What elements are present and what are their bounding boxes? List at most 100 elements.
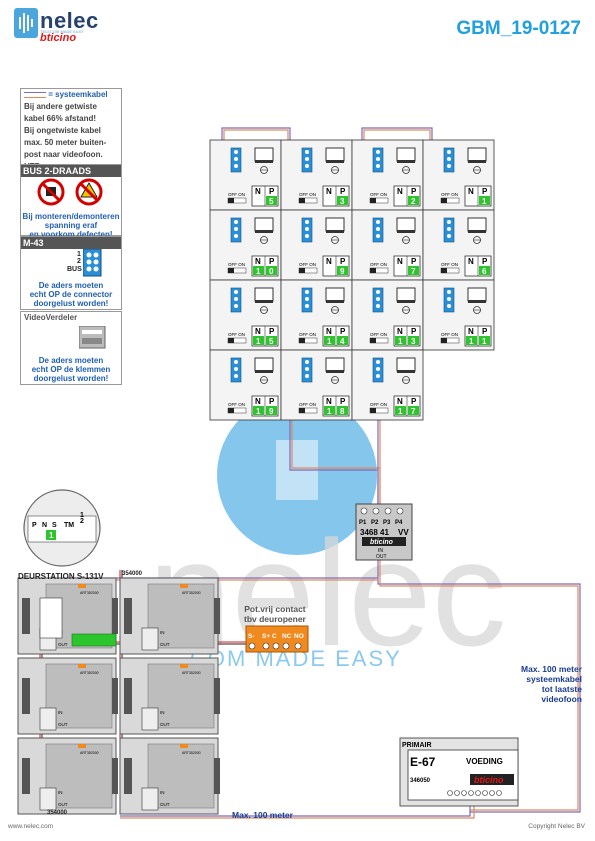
door-module-clip [214,598,220,634]
footer-copyright: Copyright Nelec BV [528,823,585,830]
terminal-dot [234,304,238,308]
p-label: P [269,327,275,336]
terminal-dot [376,164,380,168]
p-value-bg [337,406,348,415]
supply-terminal [475,790,481,796]
n-label: N [326,187,332,196]
distributor-in-label: IN [378,548,383,554]
door-module-out: OUT [58,642,68,647]
vv-title: VideoVerdeler [24,313,78,322]
p-value-bg [337,266,348,275]
p-value-bg [266,406,277,415]
p-value: 1 [482,197,487,206]
n-value-bg [395,406,406,415]
n-label: N [255,257,261,266]
terminal-dot [234,374,238,378]
door-module-face [147,743,215,809]
n-value-bg [466,266,477,275]
terminal-dot [234,164,238,168]
door-module-clip [214,678,220,714]
system-cable-note: kabel 66% afstand! [24,114,97,123]
dip-label: TM [64,522,74,529]
dip-label: P [32,522,37,529]
n-label: N [255,397,261,406]
door-module-led [180,664,188,668]
system-cable [377,560,581,813]
p-value-bg [479,266,490,275]
n-value-bg [466,196,477,205]
terminal-dot [305,157,309,161]
door-module-clip [22,758,30,794]
off-on-label: OFF ON [370,402,387,407]
door-module-code: ART352000 [182,671,201,675]
screen-base [397,300,415,303]
terminal-dot [447,220,451,224]
off-on-switch-knob [370,198,376,203]
off-on-switch-knob [299,198,305,203]
n-label: N [326,257,332,266]
system-cable-legend: = systeemkabel Bij andere getwiste kabel… [20,88,122,171]
dip-label: 1 [80,512,84,519]
n-label: N [397,327,403,336]
n-label: N [326,397,332,406]
door-station-code-top: 354000 [122,571,143,577]
terminal-dot [305,227,309,231]
off-on-switch-knob [370,338,376,343]
door-module-out: OUT [58,802,68,807]
vv-note-line: echt OP de klemmen [31,365,111,374]
system-cable-note: Bij andere getwiste [24,102,97,111]
door-module-out: OUT [160,642,170,647]
dip-label: 2 [80,518,84,525]
terminal-dot [447,164,451,168]
n-value: 1 [398,407,403,416]
terminal-dot [234,367,238,371]
m43-terminal-label: 1 [77,251,81,258]
terminal-dot [376,374,380,378]
off-on-label: OFF ON [299,332,316,337]
screen-base [255,160,273,163]
distributor-brand-bg [362,537,406,546]
footer-website: www.nelec.com [8,823,54,830]
door-module-face [147,663,215,729]
door-module-code: ART352000 [80,671,99,675]
off-on-switch-knob [441,198,447,203]
max-system-cable-note: Max. 100 meter systeemkabel tot laatste … [492,664,582,704]
supply-terminal [468,790,474,796]
p-value: 5 [269,337,274,346]
m43-note-line: doorgelust worden! [33,299,109,308]
system-cable-note: post naar videofoon. [24,150,103,159]
terminal-dot [305,164,309,168]
distributor-terminal [396,507,404,515]
p-label: P [482,327,488,336]
no-voltage-icon [75,178,103,206]
door-module-in: IN [58,790,63,795]
relay-terminal-label: S+ [262,633,270,640]
n-value-bg [253,196,264,205]
screen-base [255,230,273,233]
screen-icon [396,357,416,372]
system-cable-label: = systeemkabel [48,90,108,99]
supply-brand: bticino [474,775,504,785]
p-label: P [269,257,275,266]
main-terminal-strip [71,633,117,647]
terminal-dot [234,290,238,294]
off-on-switch-knob [228,198,234,203]
logo-brand: bticino [40,32,77,44]
bus-warning-line: en voorkom defecten! [29,230,113,239]
distributor-port-label: P3 [383,520,391,526]
door-module-clip [112,678,118,714]
door-station-title: DEURSTATION S-131V [18,572,104,581]
relay-terminal-label: NO [294,633,304,640]
system-cable-icon [24,91,46,98]
distributor-vv: VV [398,528,409,537]
dip-value-bg [46,530,56,540]
